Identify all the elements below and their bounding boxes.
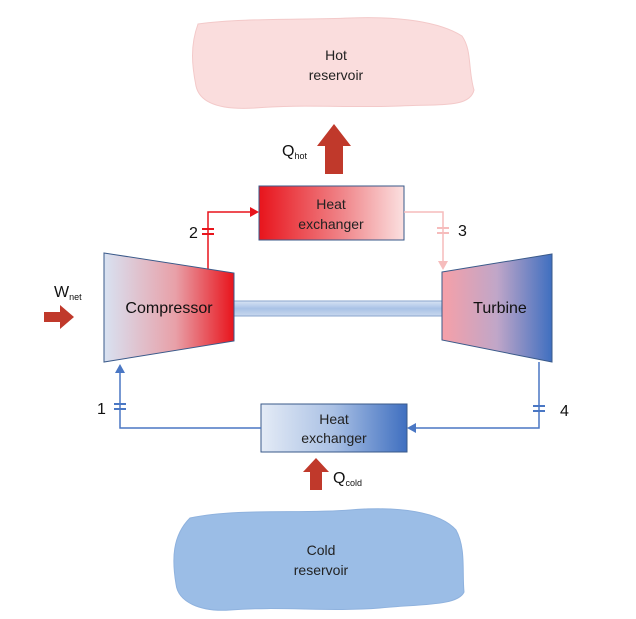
q-hot-arrow-icon xyxy=(317,124,351,174)
q-hot-label: Qhot xyxy=(282,143,307,161)
turbine: Turbine xyxy=(441,253,553,363)
pipe-state-3: 3 xyxy=(404,211,467,270)
w-net-arrow-icon xyxy=(44,305,74,329)
compressor: Compressor xyxy=(103,252,235,363)
state-1-label: 1 xyxy=(97,401,106,418)
cold-reservoir-label-line1: Cold xyxy=(307,542,336,558)
cold-reservoir-cloud xyxy=(173,508,465,611)
cold-reservoir-label-line2: reservoir xyxy=(294,562,349,578)
state-2-label: 2 xyxy=(189,225,198,242)
shaft xyxy=(233,300,445,317)
heat-exchanger-hot: Heat exchanger xyxy=(258,185,405,241)
heat-exchanger-cold-label-line1: Heat xyxy=(319,411,349,427)
cold-reservoir: Cold reservoir xyxy=(173,508,465,611)
heat-exchanger-hot-label-line2: exchanger xyxy=(298,216,364,232)
q-cold-arrow-icon xyxy=(303,458,329,490)
hot-reservoir: Hot reservoir xyxy=(192,17,475,109)
q-cold-label: Qcold xyxy=(333,470,362,488)
state-4-label: 4 xyxy=(560,403,569,420)
pipe-state-1: 1 xyxy=(97,364,261,429)
q-cold: Qcold xyxy=(303,458,362,490)
state-3-label: 3 xyxy=(458,223,467,240)
w-net: Wnet xyxy=(44,284,82,329)
hot-reservoir-label-line2: reservoir xyxy=(309,67,364,83)
heat-exchanger-hot-label-line1: Heat xyxy=(316,196,346,212)
hot-reservoir-cloud xyxy=(192,17,475,109)
pipe-state-4: 4 xyxy=(407,362,569,433)
turbine-label: Turbine xyxy=(473,300,527,317)
heat-exchanger-cold-label-line2: exchanger xyxy=(301,430,367,446)
compressor-label: Compressor xyxy=(125,300,213,317)
pipe-state-2: 2 xyxy=(189,207,259,270)
q-hot: Qhot xyxy=(282,124,351,174)
heat-exchanger-cold: Heat exchanger xyxy=(260,403,408,453)
w-net-label: Wnet xyxy=(54,284,82,302)
hot-reservoir-label-line1: Hot xyxy=(325,47,347,63)
